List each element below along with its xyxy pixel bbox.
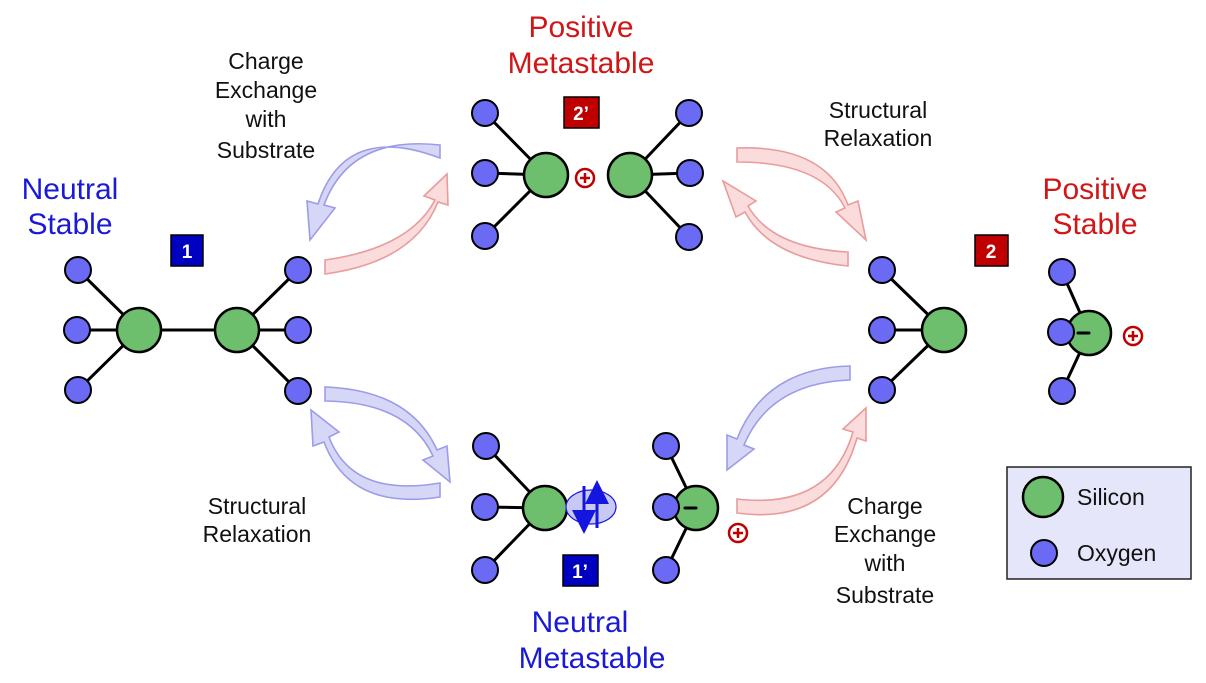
legend-oxygen-label: Oxygen bbox=[1077, 540, 1156, 566]
silicon-swatch-icon bbox=[1021, 475, 1065, 519]
badge-1-label: 1 bbox=[182, 242, 193, 263]
arrow-bottom-left-outbound bbox=[324, 386, 451, 484]
oxygen-swatch-icon bbox=[1030, 539, 1058, 567]
legend: Silicon Oxygen bbox=[1006, 466, 1192, 580]
process-label-text: Relaxation bbox=[203, 521, 312, 547]
positive-metastable-title-line2: Metastable bbox=[508, 47, 655, 80]
badge-2-prime-label: 2’ bbox=[573, 104, 589, 125]
badge-2-prime: 2’ bbox=[563, 96, 600, 129]
neutral-stable-title-line1: Neutral bbox=[22, 173, 119, 206]
process-label-text: Relaxation bbox=[824, 125, 933, 151]
neutral-stable-title-line2: Stable bbox=[27, 208, 112, 241]
process-label-text: Exchange bbox=[834, 521, 936, 547]
molecule-neutral-stable bbox=[63, 256, 312, 405]
arrow-top-left-return bbox=[306, 143, 441, 243]
arrow-bottom-left-return bbox=[310, 408, 441, 501]
process-label-text: Exchange bbox=[215, 77, 317, 103]
process-label-bottom-left: Structural Relaxation bbox=[203, 493, 312, 547]
molecule-positive-stable bbox=[868, 256, 1113, 405]
process-label-text: with bbox=[864, 550, 906, 576]
positive-metastable-title: Positive Metastable bbox=[508, 11, 655, 80]
arrow-top-right-return bbox=[721, 179, 849, 267]
neutral-stable-title: Neutral Stable bbox=[22, 173, 119, 241]
positive-stable-title: Positive Stable bbox=[1042, 173, 1147, 241]
positive-stable-title-line2: Stable bbox=[1052, 208, 1137, 241]
positive-charge-icon bbox=[727, 522, 749, 544]
process-label-top-left: Charge Exchange with Substrate bbox=[215, 48, 317, 163]
molecule-neutral-metastable bbox=[471, 432, 720, 584]
process-label-text: with bbox=[245, 106, 287, 132]
badge-1: 1 bbox=[170, 234, 204, 267]
arrow-top-left-outbound bbox=[324, 172, 449, 275]
process-label-text: Charge bbox=[228, 48, 303, 74]
molecule-positive-metastable bbox=[471, 99, 704, 251]
process-label-bottom-right: Charge Exchange with Substrate bbox=[834, 493, 936, 608]
legend-item-silicon: Silicon bbox=[1021, 475, 1145, 519]
arrow-bottom-right-return bbox=[726, 365, 851, 472]
arrow-top-right-forward bbox=[736, 147, 868, 243]
legend-item-oxygen: Oxygen bbox=[1030, 539, 1156, 567]
neutral-metastable-title-line2: Metastable bbox=[519, 642, 666, 675]
positive-metastable-title-line1: Positive bbox=[528, 11, 633, 44]
process-label-text: Structural bbox=[829, 97, 927, 123]
badge-1-prime-label: 1’ bbox=[572, 562, 588, 583]
process-label-text: Substrate bbox=[217, 137, 315, 163]
process-label-top-right: Structural Relaxation bbox=[824, 97, 933, 151]
positive-charge-icon bbox=[574, 167, 596, 189]
badge-2-label: 2 bbox=[986, 242, 997, 263]
positive-stable-title-line1: Positive bbox=[1042, 173, 1147, 206]
badge-2: 2 bbox=[974, 234, 1009, 267]
process-label-text: Substrate bbox=[836, 582, 934, 608]
legend-silicon-label: Silicon bbox=[1077, 484, 1145, 510]
badge-1-prime: 1’ bbox=[562, 554, 599, 587]
neutral-metastable-title-line1: Neutral bbox=[532, 606, 629, 639]
arrow-bottom-right-outbound bbox=[736, 406, 867, 516]
spin-pair-icon bbox=[565, 480, 617, 534]
process-label-text: Charge bbox=[847, 493, 922, 519]
process-label-text: Structural bbox=[208, 493, 306, 519]
positive-charge-icon bbox=[1122, 325, 1144, 347]
neutral-metastable-title: Neutral Metastable bbox=[519, 606, 666, 675]
